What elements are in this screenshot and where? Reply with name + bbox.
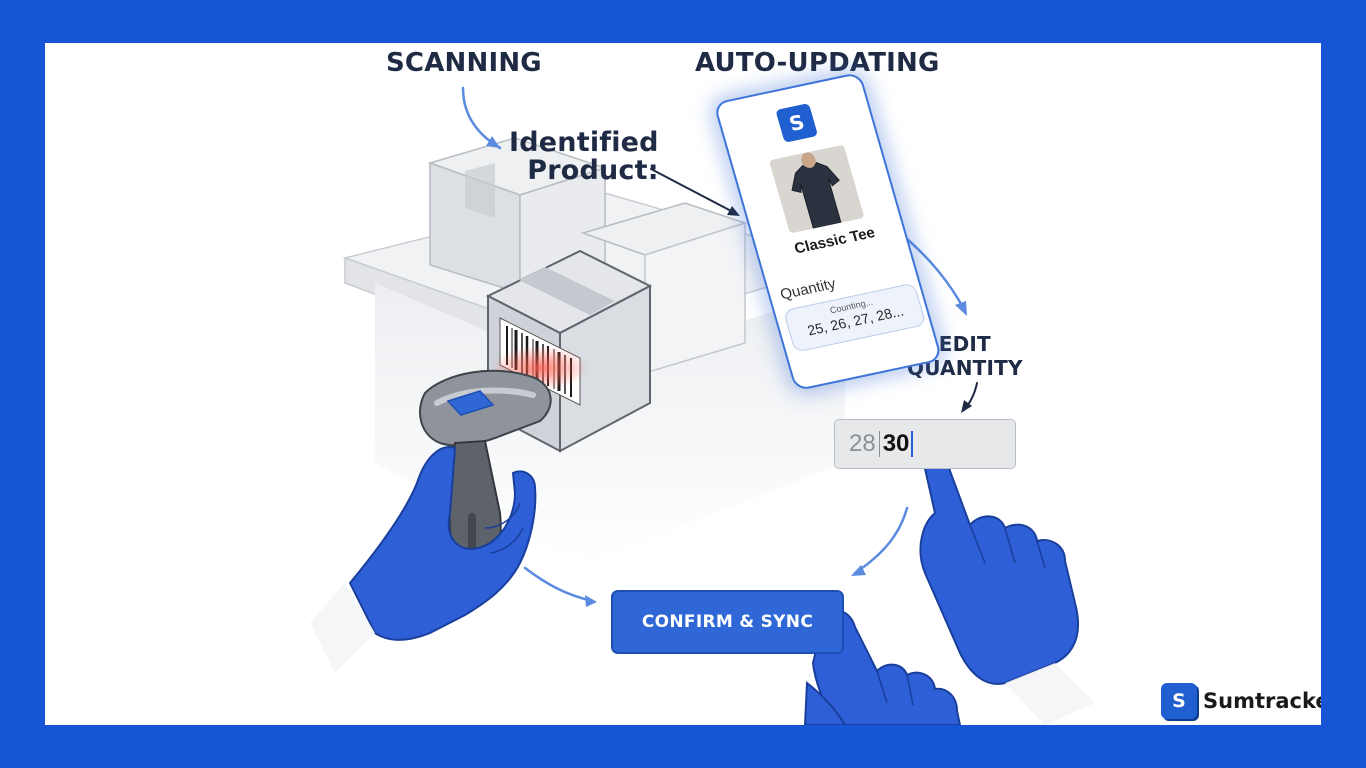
side-box <box>580 202 748 375</box>
illustration-canvas: SCANNING AUTO-UPDATING Identified Produc… <box>45 43 1321 725</box>
quantity-label: Quantity <box>778 275 838 304</box>
quantity-separator <box>878 431 880 457</box>
brand-name: Sumtracker <box>1203 689 1321 713</box>
identified-line-1: Identified <box>509 127 659 158</box>
brand-logo-icon: S <box>1161 683 1197 719</box>
t-shirt-icon <box>769 144 865 234</box>
scanning-heading: SCANNING <box>386 48 542 78</box>
identified-line-2: Product: <box>527 155 659 186</box>
product-card: S Classic Tee Quantity Counting... 25, 2… <box>713 71 943 392</box>
quantity-input[interactable]: 28 30 <box>834 419 1016 469</box>
glove-hand-icon-left <box>310 446 537 673</box>
text-caret <box>911 431 914 457</box>
glove-hand-icon-right <box>919 448 1095 725</box>
auto-updating-heading: AUTO-UPDATING <box>695 48 940 78</box>
edit-line-1: EDIT <box>938 332 991 356</box>
previous-quantity: 28 <box>849 430 876 457</box>
confirm-sync-button[interactable]: CONFIRM & SYNC <box>611 590 844 654</box>
arrow-icon <box>461 86 967 607</box>
glove-hand-icon-bottom <box>803 608 962 725</box>
identified-product-label: Identified Product: <box>509 129 659 185</box>
new-quantity: 30 <box>882 430 910 457</box>
pointer-arrows <box>650 168 978 413</box>
card-logo-icon: S <box>775 103 819 143</box>
scene-illustration <box>310 86 1095 725</box>
brand-logo: S Sumtracker <box>1161 683 1321 719</box>
